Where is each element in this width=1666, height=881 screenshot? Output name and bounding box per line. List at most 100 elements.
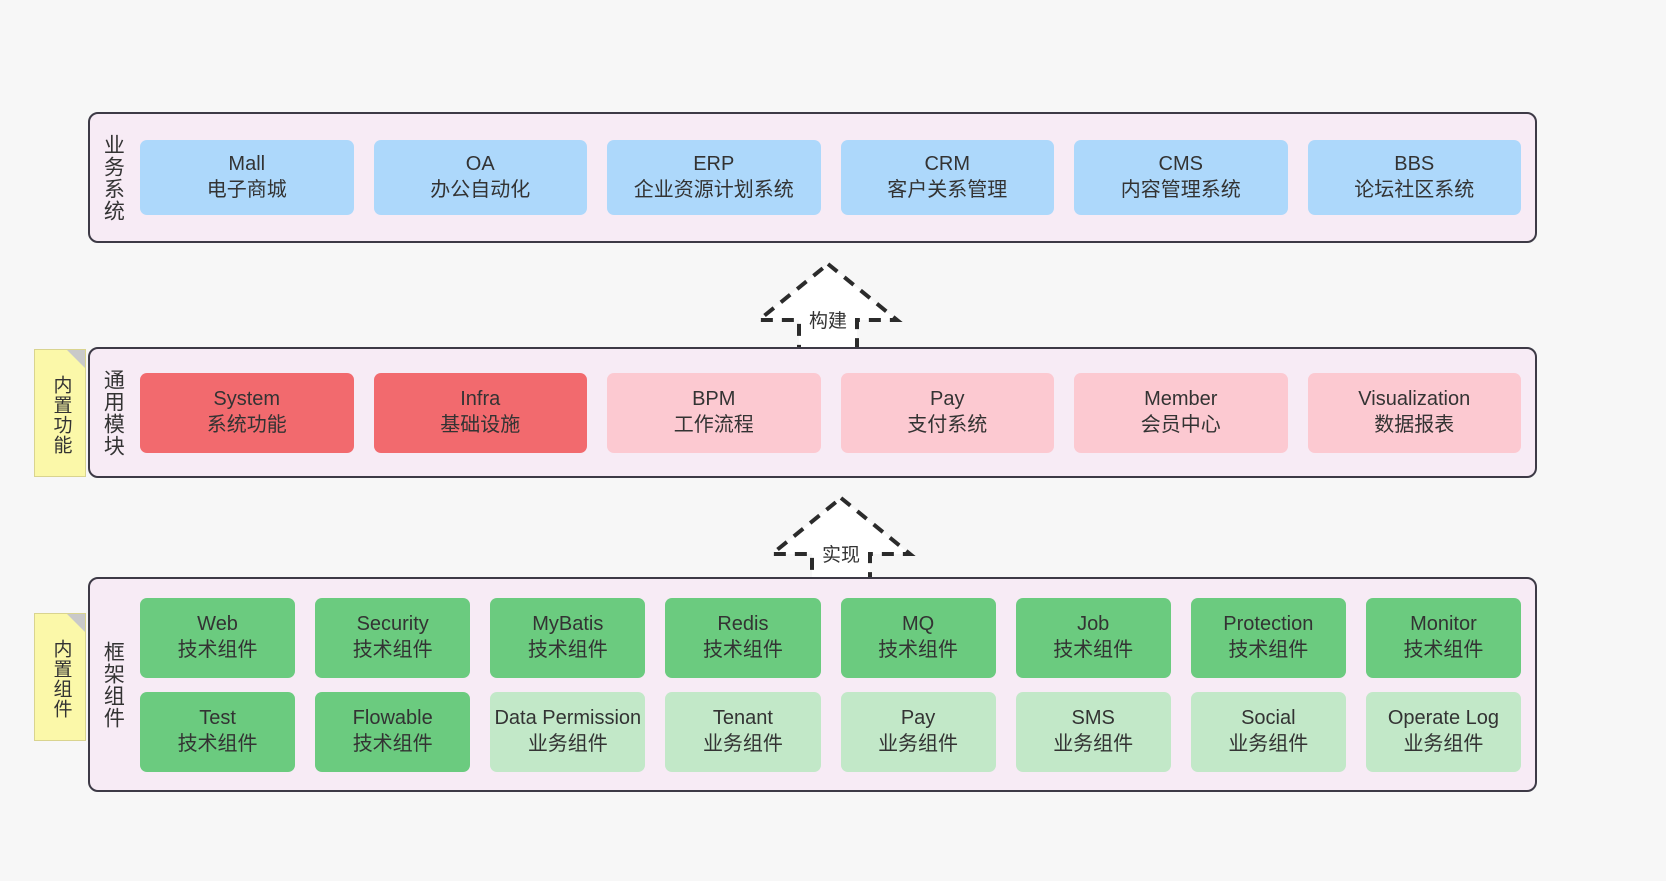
box-title-en: Data Permission: [494, 706, 642, 729]
box-mq[interactable]: MQ 技术组件: [840, 597, 996, 678]
box-title-en: System: [213, 387, 281, 410]
box-title-en: CMS: [1158, 152, 1203, 175]
box-title-en: Job: [1077, 612, 1110, 635]
box-cms[interactable]: CMS 内容管理系统: [1074, 140, 1288, 215]
box-title-en: Security: [356, 612, 429, 635]
box-title-cn: 技术组件: [1053, 638, 1134, 661]
box-title-cn: 办公自动化: [430, 178, 531, 201]
box-erp[interactable]: ERP 企业资源计划系统: [607, 140, 821, 215]
box-title-cn: 技术组件: [1403, 638, 1484, 661]
box-title-en: MQ: [901, 612, 935, 635]
box-title-en: BBS: [1394, 152, 1435, 175]
box-title-cn: 技术组件: [702, 638, 783, 661]
box-title-cn: 业务组件: [1228, 732, 1309, 755]
box-sms[interactable]: SMS 业务组件: [1015, 691, 1171, 772]
sticky-note-builtin-features: 内置功能: [34, 349, 86, 477]
box-title-cn: 业务组件: [878, 732, 959, 755]
box-title-cn: 会员中心: [1140, 413, 1221, 436]
box-infra[interactable]: Infra 基础设施: [373, 372, 587, 453]
box-title-en: Infra: [460, 387, 501, 410]
box-title-cn: 工作流程: [673, 413, 754, 436]
box-redis[interactable]: Redis 技术组件: [665, 597, 821, 678]
box-title-en: ERP: [693, 152, 735, 175]
layer-title-framework-component: 框架组件: [101, 640, 125, 729]
box-title-en: Pay: [930, 387, 965, 410]
box-test[interactable]: Test 技术组件: [140, 691, 296, 772]
box-bpm[interactable]: BPM 工作流程: [607, 372, 821, 453]
box-crm[interactable]: CRM 客户关系管理: [840, 140, 1054, 215]
box-mybatis[interactable]: MyBatis 技术组件: [490, 597, 646, 678]
box-data-permission[interactable]: Data Permission 业务组件: [490, 691, 646, 772]
arrow-implement: 实现: [766, 492, 916, 587]
layer-row: System 系统功能 Infra 基础设施 BPM 工作流程 Pay 支付系统…: [140, 372, 1521, 453]
box-title-en: BPM: [692, 387, 736, 410]
layer-framework-component[interactable]: 框架组件 Web 技术组件 Security 技术组件 MyBatis 技术组件…: [88, 577, 1537, 792]
box-security[interactable]: Security 技术组件: [315, 597, 471, 678]
layer-body-common-module: System 系统功能 Infra 基础设施 BPM 工作流程 Pay 支付系统…: [134, 349, 1535, 476]
box-title-cn: 基础设施: [440, 413, 521, 436]
box-title-cn: 数据报表: [1374, 413, 1455, 436]
layer-row: Web 技术组件 Security 技术组件 MyBatis 技术组件 Redi…: [140, 597, 1521, 678]
box-title-en: Member: [1144, 387, 1218, 410]
box-title-cn: 业务组件: [527, 732, 608, 755]
box-bbs[interactable]: BBS 论坛社区系统: [1307, 140, 1521, 215]
layer-body-framework-component: Web 技术组件 Security 技术组件 MyBatis 技术组件 Redi…: [134, 579, 1535, 790]
box-title-cn: 技术组件: [1228, 638, 1309, 661]
box-mall[interactable]: Mall 电子商城: [140, 140, 354, 215]
box-title-en: Tenant: [712, 706, 773, 729]
box-title-cn: 技术组件: [878, 638, 959, 661]
box-title-en: Redis: [717, 612, 769, 635]
box-visualization[interactable]: Visualization 数据报表: [1307, 372, 1521, 453]
box-title-cn: 技术组件: [352, 732, 433, 755]
arrow-build: 构建: [753, 258, 903, 353]
box-title-en: Monitor: [1410, 612, 1477, 635]
box-monitor[interactable]: Monitor 技术组件: [1365, 597, 1521, 678]
box-title-en: MyBatis: [532, 612, 604, 635]
box-title-en: Protection: [1223, 612, 1314, 635]
box-web[interactable]: Web 技术组件: [140, 597, 296, 678]
box-social[interactable]: Social 业务组件: [1190, 691, 1346, 772]
box-protection[interactable]: Protection 技术组件: [1190, 597, 1346, 678]
box-title-cn: 电子商城: [206, 178, 287, 201]
box-title-en: Flowable: [352, 706, 433, 729]
box-operate-log[interactable]: Operate Log 业务组件: [1365, 691, 1521, 772]
sticky-note-builtin-components: 内置组件: [34, 613, 86, 741]
box-pay-component[interactable]: Pay 业务组件: [840, 691, 996, 772]
layer-title-common-module: 通用模块: [101, 368, 125, 457]
box-title-cn: 企业资源计划系统: [633, 178, 794, 201]
box-title-cn: 论坛社区系统: [1354, 178, 1475, 201]
box-title-en: Social: [1241, 706, 1296, 729]
box-title-cn: 业务组件: [1403, 732, 1484, 755]
box-title-cn: 内容管理系统: [1120, 178, 1241, 201]
box-title-en: Pay: [900, 706, 936, 729]
box-title-cn: 业务组件: [1053, 732, 1134, 755]
layer-title-business-system: 业务系统: [101, 133, 125, 222]
box-tenant[interactable]: Tenant 业务组件: [665, 691, 821, 772]
layer-business-system[interactable]: 业务系统 Mall 电子商城 OA 办公自动化 ERP 企业资源计划系统 CRM…: [88, 112, 1537, 243]
box-title-en: SMS: [1071, 706, 1115, 729]
box-job[interactable]: Job 技术组件: [1015, 597, 1171, 678]
box-title-cn: 业务组件: [702, 732, 783, 755]
layer-row: Test 技术组件 Flowable 技术组件 Data Permission …: [140, 691, 1521, 772]
box-title-cn: 技术组件: [177, 638, 258, 661]
box-title-cn: 系统功能: [206, 413, 287, 436]
box-title-en: Visualization: [1358, 387, 1471, 410]
box-title-cn: 客户关系管理: [887, 178, 1008, 201]
box-member[interactable]: Member 会员中心: [1074, 372, 1288, 453]
box-pay[interactable]: Pay 支付系统: [840, 372, 1054, 453]
box-title-en: Web: [197, 612, 238, 635]
box-flowable[interactable]: Flowable 技术组件: [315, 691, 471, 772]
box-system[interactable]: System 系统功能: [140, 372, 354, 453]
layer-row: Mall 电子商城 OA 办公自动化 ERP 企业资源计划系统 CRM 客户关系…: [140, 140, 1521, 215]
box-title-cn: 技术组件: [177, 732, 258, 755]
layer-common-module[interactable]: 通用模块 System 系统功能 Infra 基础设施 BPM 工作流程 Pay…: [88, 347, 1537, 478]
box-title-cn: 技术组件: [352, 638, 433, 661]
box-title-en: Test: [199, 706, 236, 729]
box-title-en: CRM: [924, 152, 971, 175]
box-title-cn: 支付系统: [907, 413, 988, 436]
box-oa[interactable]: OA 办公自动化: [373, 140, 587, 215]
layer-body-business-system: Mall 电子商城 OA 办公自动化 ERP 企业资源计划系统 CRM 客户关系…: [134, 114, 1535, 241]
box-title-en: OA: [465, 152, 495, 175]
box-title-cn: 技术组件: [527, 638, 608, 661]
